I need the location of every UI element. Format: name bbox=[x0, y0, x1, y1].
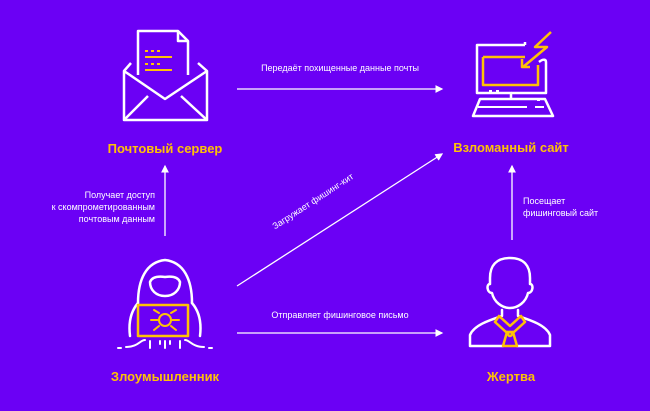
node-label-attacker: Злоумышленник bbox=[110, 369, 220, 384]
edge-label-attacker-to-server: Получает доступ к скомпрометированным по… bbox=[52, 189, 155, 225]
hooded-hacker-icon bbox=[117, 258, 213, 349]
edge-label-attacker-to-victim: Отправляет фишинговое письмо bbox=[271, 310, 409, 320]
person-tie-icon bbox=[468, 256, 552, 348]
arrow-attacker-to-site bbox=[236, 153, 444, 287]
edge-label-victim-to-site: Посещает фишинговый сайт bbox=[523, 195, 598, 219]
laptop-lightning-icon bbox=[471, 31, 555, 118]
edge-label-line: почтовым данным bbox=[78, 214, 155, 224]
edge-label-line: Получает доступ bbox=[84, 190, 155, 200]
node-label-mail-server: Почтовый сервер bbox=[107, 141, 223, 156]
edge-label-line: фишинговый сайт bbox=[523, 208, 599, 218]
edge-label-line: Посещает bbox=[523, 196, 566, 206]
edge-label-line: к скомпрометированным bbox=[51, 202, 155, 212]
node-label-victim: Жертва bbox=[486, 369, 536, 384]
edge-label-server-to-site: Передаёт похищенные данные почты bbox=[261, 63, 419, 73]
envelope-document-icon bbox=[122, 29, 209, 122]
node-label-hacked-site: Взломанный сайт bbox=[453, 140, 569, 155]
